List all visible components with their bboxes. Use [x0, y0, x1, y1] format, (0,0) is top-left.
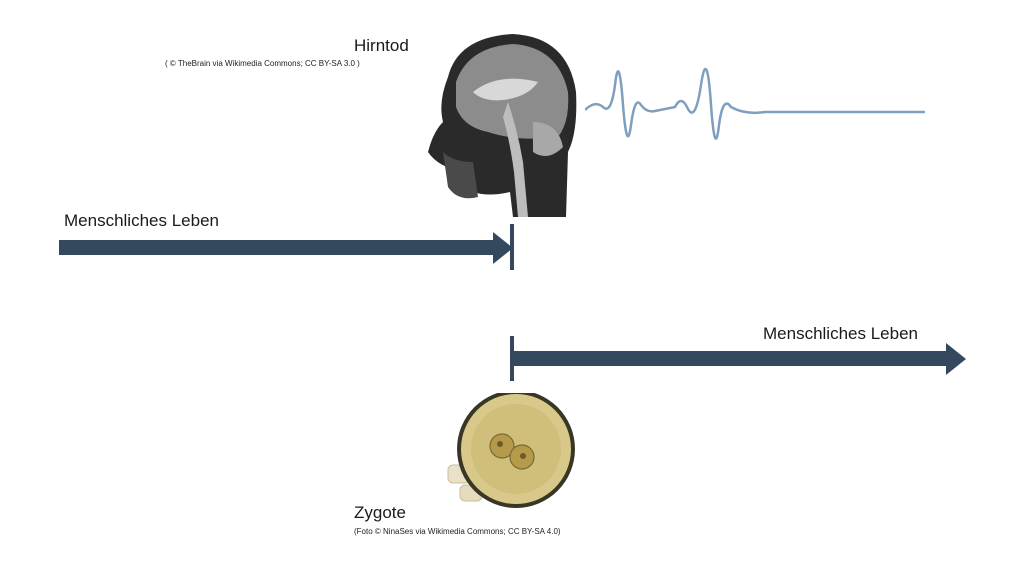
life-arrow-top-head — [493, 232, 513, 264]
zygote-image-credit: (Foto © NinaSes via Wikimedia Commons; C… — [354, 527, 561, 536]
death-marker-tick — [510, 224, 514, 270]
life-label-top: Menschliches Leben — [64, 211, 219, 230]
eeg-waveform — [585, 67, 925, 140]
life-arrow-top-shaft — [59, 240, 493, 255]
brain-mri-image — [418, 22, 588, 222]
zygote-photo-image — [447, 393, 575, 508]
life-label-bottom: Menschliches Leben — [763, 324, 918, 343]
life-arrow-bottom-head — [946, 343, 966, 375]
brain-image-credit: ( © TheBrain via Wikimedia Commons; CC B… — [165, 59, 360, 68]
life-arrow-bottom-shaft — [512, 351, 946, 366]
zygote-title: Zygote — [354, 503, 406, 522]
hirntod-title: Hirntod — [354, 36, 409, 55]
